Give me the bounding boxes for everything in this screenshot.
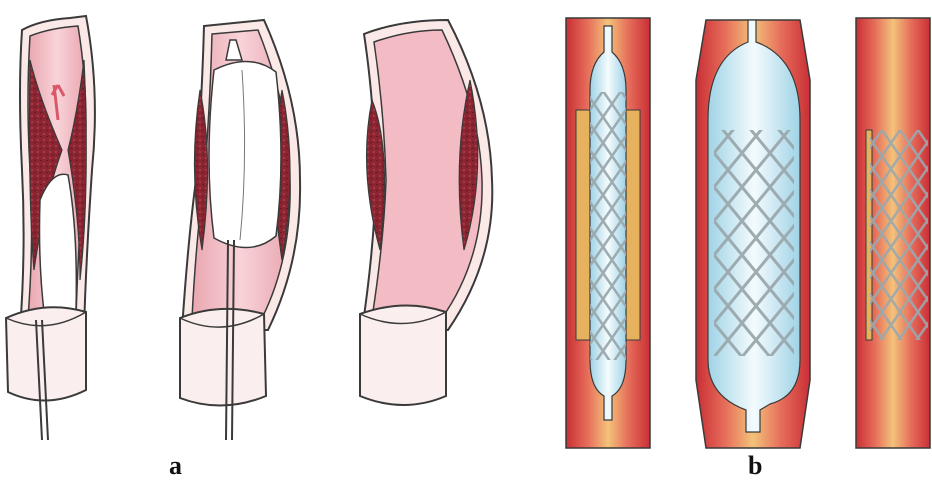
vessel-a3 (360, 20, 492, 405)
vessel-a2 (180, 20, 300, 440)
vessel-a1 (6, 16, 95, 440)
panel-a (6, 16, 492, 440)
panel-b-label: b (748, 453, 762, 479)
panel-b (566, 18, 930, 448)
panel-a-label: a (169, 453, 182, 479)
vessel-b3 (856, 18, 930, 448)
vessel-b1 (566, 18, 650, 448)
vessel-b2 (696, 20, 810, 448)
